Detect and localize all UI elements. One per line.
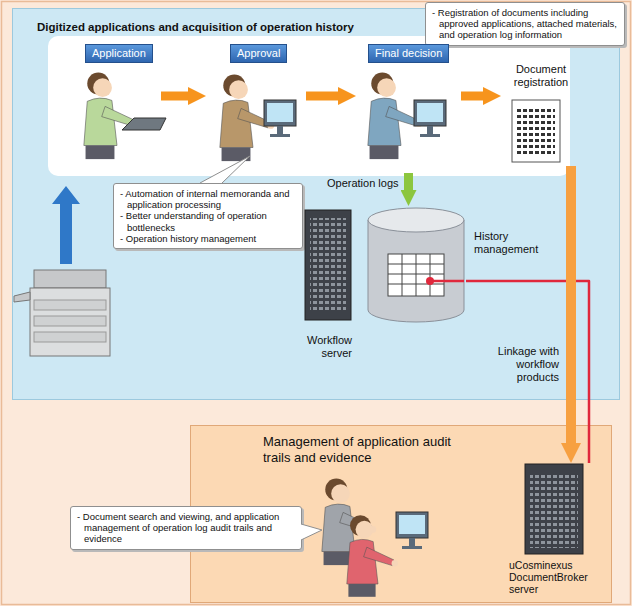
server-tower xyxy=(525,464,583,554)
node-label: Document registration xyxy=(501,63,581,89)
node-label: Application xyxy=(85,44,153,63)
node-label: Workflow server xyxy=(296,334,352,360)
document-icon xyxy=(512,100,560,162)
callout-text: - Automation of internal memoranda and a… xyxy=(120,188,296,210)
callout-text: - Better understanding of operation bott… xyxy=(120,210,296,232)
node-label: Management of application audit trails a… xyxy=(263,434,463,465)
approver-figure xyxy=(220,74,296,161)
callout-box: - Registration of documents including ap… xyxy=(425,2,625,46)
panel-fill xyxy=(12,8,620,400)
database-cylinder xyxy=(366,206,466,326)
connector-arrow xyxy=(161,92,188,101)
database-box: History management xyxy=(366,206,466,326)
connector-arrow xyxy=(404,173,413,190)
node-label: Final decision xyxy=(368,44,449,63)
callout-text: - Registration of documents including ap… xyxy=(432,7,618,41)
connector-arrow xyxy=(566,166,576,443)
connector-arrow xyxy=(461,92,483,101)
node-label: History management xyxy=(474,230,554,256)
copier-figure xyxy=(14,186,110,356)
callout-tail xyxy=(200,156,322,540)
auditor-figures xyxy=(322,478,428,596)
edge-label: Operation logs xyxy=(325,176,401,191)
node-label: Approval xyxy=(230,44,287,63)
node-label: Digitized applications and acquisition o… xyxy=(37,21,354,35)
connector-arrow xyxy=(306,92,338,101)
edge-label: Linkage with workflow products xyxy=(471,344,561,386)
server-tower xyxy=(305,210,351,320)
applicant-figure xyxy=(84,72,166,159)
decision-maker-figure xyxy=(368,72,446,159)
workflow-area xyxy=(48,36,570,176)
callout-text: - Operation history management xyxy=(120,233,296,244)
node-label: uCosminexus DocumentBroker server xyxy=(509,559,609,595)
callout-box: - Document search and viewing, and appli… xyxy=(70,506,302,550)
callout-box: - Automation of internal memoranda and a… xyxy=(113,183,303,249)
callout-text: - Document search and viewing, and appli… xyxy=(77,511,295,545)
